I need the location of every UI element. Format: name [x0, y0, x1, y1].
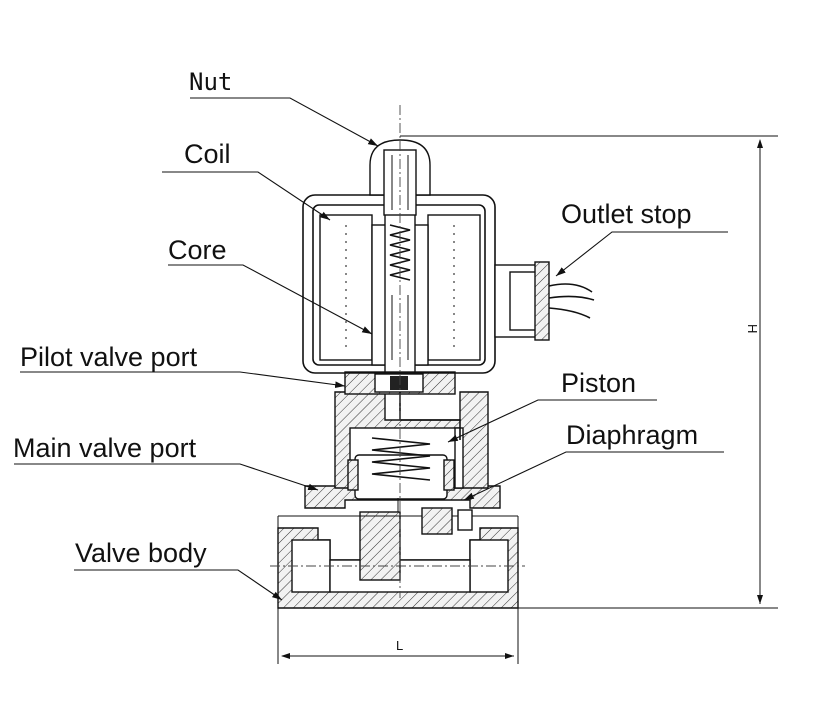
label-piston: Piston [561, 368, 636, 398]
leader-lines [14, 97, 728, 601]
label-outlet-stop: Outlet stop [561, 199, 692, 229]
label-diaphragm: Diaphragm [566, 420, 698, 450]
label-pilot-valve-port: Pilot valve port [20, 342, 198, 372]
label-valve-body: Valve body [75, 538, 207, 568]
dimension-height: H [400, 135, 778, 609]
label-core: Core [168, 235, 227, 265]
outlet-connector [494, 261, 595, 341]
callout-labels: Nut Coil Core Outlet stop Pilot valve po… [13, 68, 698, 568]
coil-housing [302, 194, 496, 374]
label-nut: Nut [189, 68, 232, 96]
dimension-length: L [277, 608, 519, 664]
length-label: L [396, 638, 403, 653]
valve-body [270, 511, 525, 609]
label-coil: Coil [184, 139, 231, 169]
piston-assembly [347, 437, 455, 512]
height-label: H [745, 324, 760, 333]
label-main-valve-port: Main valve port [13, 433, 197, 463]
